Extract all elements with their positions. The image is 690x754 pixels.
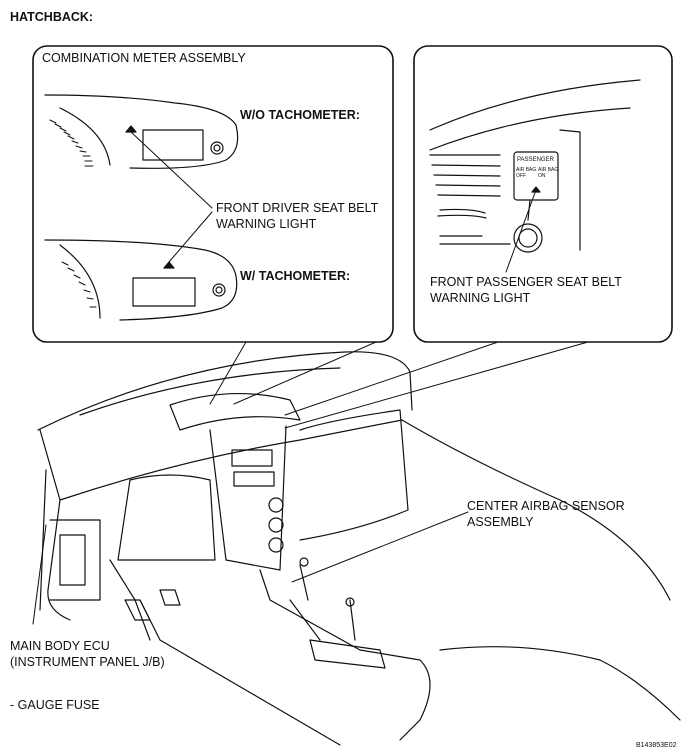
airbag-on-label: AIR BAG ON xyxy=(538,167,559,179)
meter-cluster-upper xyxy=(44,94,239,169)
callout-meter-left xyxy=(209,341,247,405)
passenger-light-leader xyxy=(505,189,537,273)
callout-center-airbag xyxy=(291,511,469,583)
center-airbag-sensor-label: CENTER AIRBAG SENSOR ASSEMBLY xyxy=(467,499,625,529)
driver-seat-belt-light-label: FRONT DRIVER SEAT BELT WARNING LIGHT xyxy=(216,201,379,231)
callout-passenger-bottom xyxy=(284,341,589,429)
passenger-panel-art xyxy=(429,79,641,253)
meter-box-title: COMBINATION METER ASSEMBLY xyxy=(42,51,246,65)
passenger-seat-belt-light-label: FRONT PASSENGER SEAT BELT WARNING LIGHT xyxy=(430,275,622,305)
passenger-box-frame xyxy=(413,45,673,343)
driver-light-leader-upper xyxy=(130,131,213,209)
callout-passenger-top xyxy=(284,341,499,416)
wo-tachometer-label: W/O TACHOMETER: xyxy=(240,108,360,122)
gauge-fuse-label: - GAUGE FUSE xyxy=(10,698,100,712)
main-body-ecu-label: MAIN BODY ECU (INSTRUMENT PANEL J/B) xyxy=(10,639,165,669)
passenger-panel-title: PASSENGER xyxy=(517,157,554,163)
w-tachometer-label: W/ TACHOMETER: xyxy=(240,269,351,283)
callout-main-body-ecu xyxy=(32,524,47,625)
page-title: HATCHBACK: xyxy=(10,10,94,24)
driver-light-leader-lower xyxy=(168,211,213,263)
airbag-off-label: AIR BAG OFF xyxy=(516,167,537,179)
meter-box-frame xyxy=(32,45,394,343)
figure-id: B143853E02 xyxy=(636,742,677,749)
dashboard-art xyxy=(37,351,681,746)
meter-cluster-lower xyxy=(44,239,238,321)
